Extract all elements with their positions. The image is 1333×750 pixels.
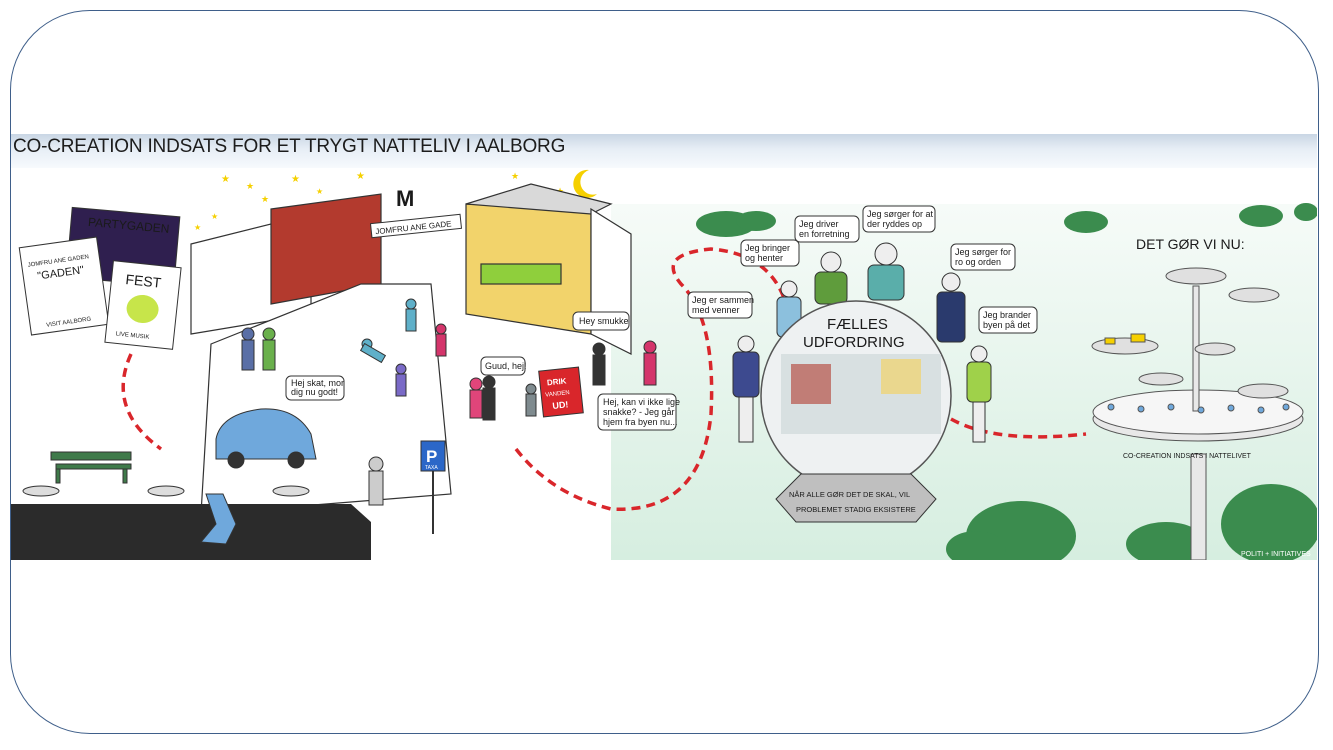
bubble-driver: Jeg driver en forretning	[794, 215, 860, 243]
svg-text:og henter: og henter	[745, 253, 783, 263]
svg-text:Jeg sørger for: Jeg sørger for	[955, 247, 1011, 257]
bubble-venner: Jeg er sammen med venner	[687, 291, 754, 319]
svg-text:★: ★	[246, 181, 254, 191]
tower-base-label: CO-CREATION INDSATS I NATTELIVET	[1123, 453, 1252, 460]
svg-text:★: ★	[356, 171, 365, 182]
bubble-ryddes: Jeg sørger for at der ryddes op	[862, 205, 936, 233]
parking-sign: P TAXA	[420, 440, 446, 534]
fest-sub: LIVE MUSIK	[115, 331, 149, 340]
globe-title-2: UDFORDRING	[803, 334, 905, 351]
street-sign: JOMFRU ANE GADE M	[369, 186, 463, 239]
svg-text:en forretning: en forretning	[799, 229, 850, 239]
svg-text:TAXA: TAXA	[425, 465, 438, 471]
globe-base-1: NÅR ALLE GØR DET DE SKAL, VIL	[789, 490, 910, 499]
poster-fest: FEST LIVE MUSIK	[104, 260, 182, 350]
svg-text:★: ★	[291, 174, 300, 185]
moon-icon	[573, 169, 597, 198]
harbor-edge	[11, 485, 371, 560]
svg-text:Hej skat, mor: Hej skat, mor	[291, 378, 344, 388]
svg-text:UD!: UD!	[552, 399, 569, 411]
bubble-hey-smukke: Hey smukke	[572, 311, 630, 331]
person-venner	[732, 335, 760, 443]
svg-text:★: ★	[194, 223, 201, 232]
credit: POLITI + INITIATIVES	[1241, 551, 1311, 558]
drik-sign: DRIK VANDEN UD!	[538, 366, 584, 418]
svg-text:med venner: med venner	[692, 305, 740, 315]
svg-text:P: P	[426, 447, 437, 466]
svg-text:DRIK: DRIK	[547, 376, 568, 387]
bench	[50, 451, 132, 484]
bubble-bringer: Jeg bringer og henter	[740, 239, 800, 267]
bushes-bottom	[946, 484, 1317, 560]
person-driver	[814, 251, 848, 305]
svg-text:Jeg sørger for at: Jeg sørger for at	[867, 209, 934, 219]
bubble-orden: Jeg sørger for ro og orden	[950, 243, 1016, 271]
person-brander	[966, 345, 992, 443]
svg-text:VANDEN: VANDEN	[545, 390, 570, 399]
svg-text:Jeg er sammen: Jeg er sammen	[692, 295, 754, 305]
cocreation-tower: DET GØR VI NU: CO-CREATION INDSATS I NAT…	[1091, 236, 1304, 560]
title-banner	[11, 134, 1317, 168]
fest-text: FEST	[125, 271, 163, 291]
bubble-hej-kan: Hej, kan vi ikke lige snakke? - Jeg går …	[597, 393, 680, 431]
svg-text:★: ★	[221, 174, 230, 185]
crowd	[241, 298, 657, 506]
svg-text:★: ★	[261, 194, 269, 204]
tower-heading: DET GØR VI NU:	[1136, 236, 1245, 252]
person-police	[936, 272, 966, 343]
svg-text:Hej, kan vi ikke lige: Hej, kan vi ikke lige	[603, 397, 680, 407]
page-title: CO-CREATION INDSATS FOR ET TRYGT NATTELI…	[13, 136, 566, 157]
bubble-brander: Jeg brander byen på det	[978, 306, 1038, 334]
illustration: ★★ ★★ ★★ ★★ ★★ ★★ PARTYGADEN JOMFRU ANE …	[11, 169, 1317, 560]
globe-title-1: FÆLLES	[827, 316, 888, 333]
bubble-hoj-skat: Hej skat, mor dig nu godt!	[285, 375, 345, 401]
globe: FÆLLES UDFORDRING NÅR ALLE GØR DET DE SK…	[760, 300, 952, 523]
globe-base-2: PROBLEMET STADIG EKSISTERE	[796, 505, 916, 514]
svg-text:ro og orden: ro og orden	[955, 257, 1001, 267]
svg-text:★: ★	[316, 187, 323, 196]
svg-text:Jeg bringer: Jeg bringer	[745, 243, 790, 253]
poster-gaden: JOMFRU ANE GADEN "GADEN" VISIT AALBORG	[18, 236, 110, 336]
svg-text:Hey smukke: Hey smukke	[579, 316, 629, 326]
svg-text:Guud, hej!: Guud, hej!	[485, 361, 527, 371]
bushes-top	[696, 203, 1317, 237]
svg-text:Jeg brander: Jeg brander	[983, 310, 1031, 320]
svg-text:snakke? - Jeg går: snakke? - Jeg går	[603, 407, 675, 417]
bubble-guud-hej: Guud, hej!	[480, 356, 527, 376]
svg-text:hjem fra byen nu...: hjem fra byen nu...	[603, 417, 678, 427]
svg-text:★: ★	[211, 212, 218, 221]
svg-text:Jeg driver: Jeg driver	[799, 219, 839, 229]
svg-text:byen på det: byen på det	[983, 320, 1031, 330]
blue-car	[215, 408, 317, 469]
mcdonalds-icon: M	[396, 186, 414, 211]
svg-text:der ryddes op: der ryddes op	[867, 219, 922, 229]
svg-text:dig nu godt!: dig nu godt!	[291, 387, 338, 397]
person-ryddes	[867, 242, 905, 301]
red-dashed-path	[121, 247, 1087, 511]
svg-text:★: ★	[511, 171, 519, 181]
